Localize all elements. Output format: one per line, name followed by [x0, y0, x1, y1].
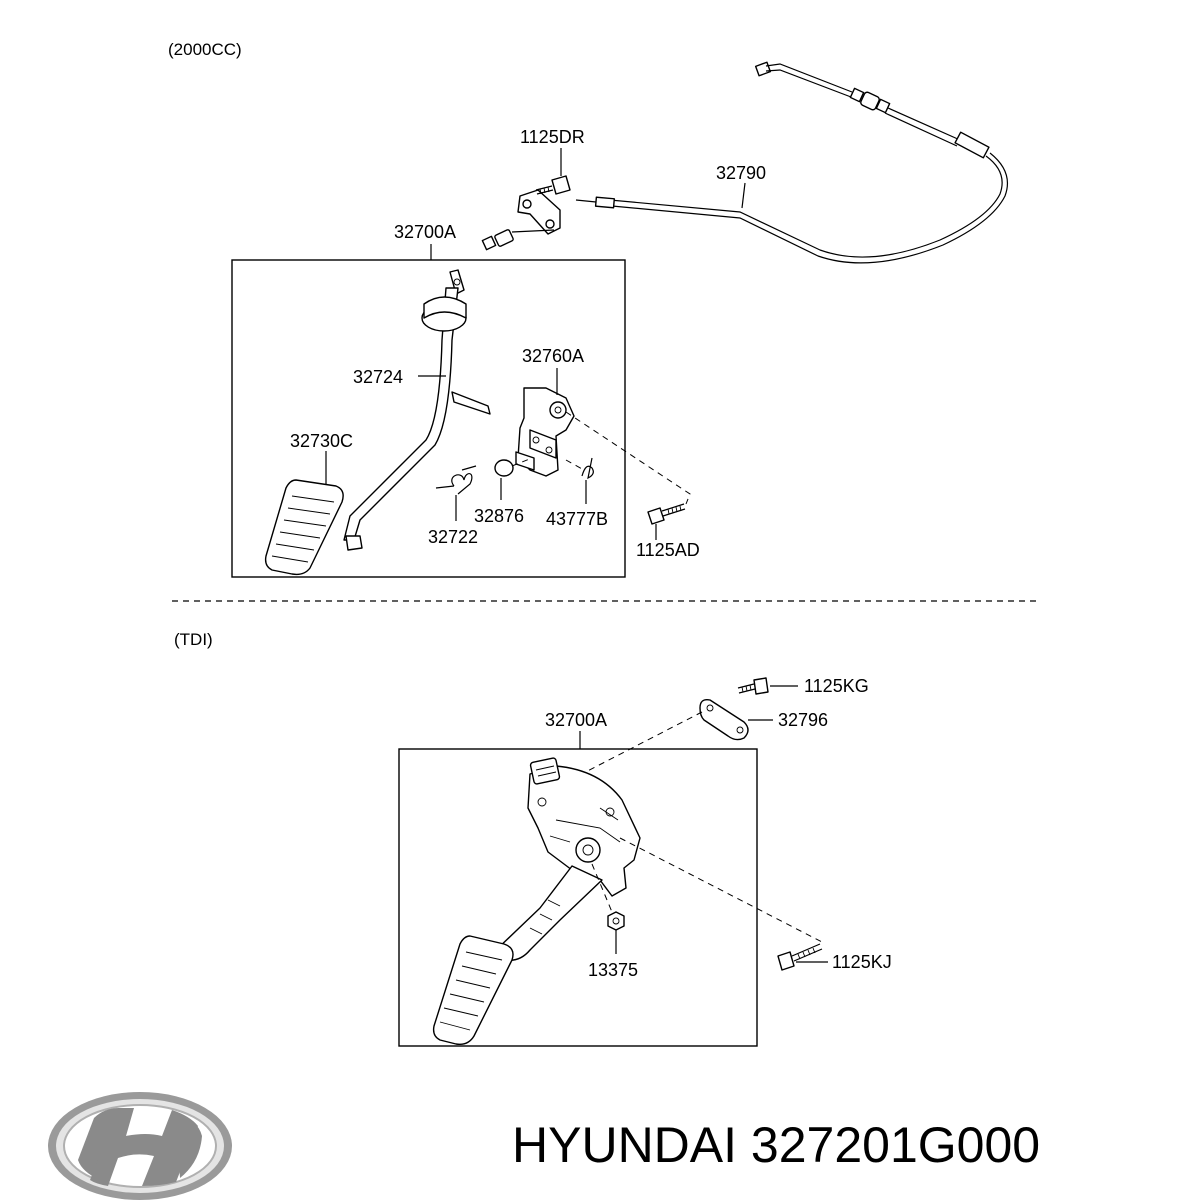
part-label-32790: 32790 — [716, 163, 766, 183]
assembly-line-1125ad — [565, 411, 691, 505]
section-title-2000cc: (2000CC) — [168, 40, 242, 59]
assembly-line-nut — [591, 863, 613, 913]
part-label-32700a-bottom: 32700A — [545, 710, 607, 730]
assembly-line-1125kj — [619, 837, 823, 943]
part-label-32724: 32724 — [353, 367, 403, 387]
section-title-tdi: (TDI) — [174, 630, 213, 649]
bolt-1125kj — [777, 943, 823, 971]
part-label-1125kj: 1125KJ — [832, 952, 892, 972]
part-label-32796: 32796 — [778, 710, 828, 730]
assembly-line-bushing — [511, 457, 533, 467]
part-label-32730c: 32730C — [290, 431, 353, 451]
leader-32790 — [741, 182, 746, 209]
pedal-pad-32730c — [264, 479, 344, 576]
part-label-32760a: 32760A — [522, 346, 584, 366]
nut-13375 — [607, 911, 625, 931]
cable-end-bracket — [481, 189, 561, 251]
assembly-box-32700a-top — [231, 259, 626, 578]
bracket-32760a — [515, 387, 575, 477]
part-label-32876: 32876 — [474, 506, 524, 526]
part-label-13375: 13375 — [588, 960, 638, 980]
brand-part-number: HYUNDAI 327201G000 — [512, 1117, 1040, 1173]
assembly-line-plate — [569, 711, 703, 781]
clip-43777b — [581, 457, 594, 480]
tdi-pedal-assembly — [432, 757, 641, 1046]
part-label-32700a-top: 32700A — [394, 222, 456, 242]
hyundai-logo-icon — [48, 1092, 232, 1200]
assembly-line-clip — [565, 459, 585, 471]
part-label-32722: 32722 — [428, 527, 478, 547]
bolt-1125dr — [535, 148, 571, 195]
pedal-arm-32724 — [343, 269, 491, 551]
plate-32796 — [699, 698, 749, 741]
part-label-1125ad: 1125AD — [636, 540, 700, 560]
part-label-1125dr: 1125DR — [520, 127, 585, 147]
throttle-cable-32790 — [575, 61, 1009, 264]
bushing-32876 — [494, 459, 514, 477]
assembly-box-32700a-bottom — [398, 748, 758, 1047]
bolt-1125ad — [647, 503, 686, 525]
bolt-1125kg — [737, 677, 769, 695]
spring-32722 — [435, 465, 477, 495]
part-label-1125kg: 1125KG — [804, 676, 869, 696]
part-label-43777b: 43777B — [546, 509, 608, 529]
